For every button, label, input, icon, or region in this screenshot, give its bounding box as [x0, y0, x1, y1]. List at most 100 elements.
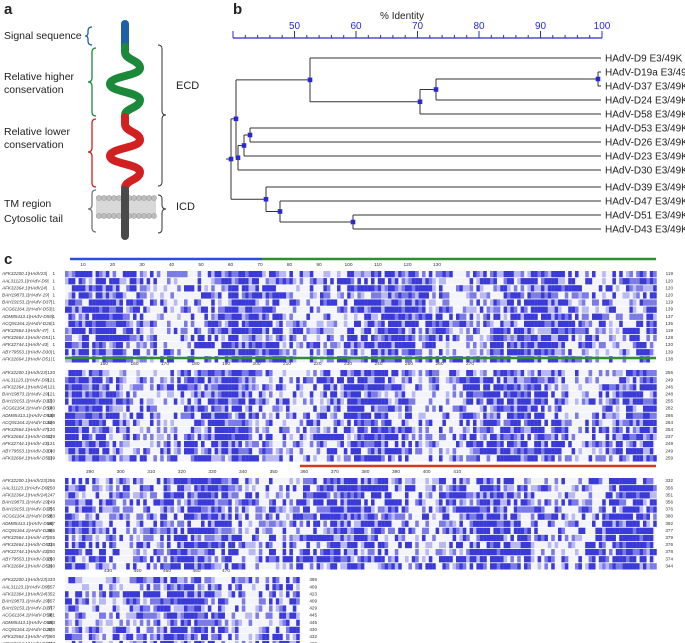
residue-cell [527, 499, 531, 506]
residue-cell [231, 455, 236, 462]
residue-cell [136, 448, 140, 455]
residue-cell [496, 285, 501, 292]
residue-cell [401, 448, 406, 455]
residue-cell [473, 549, 477, 556]
residue-cell [517, 370, 521, 377]
residue-cell [398, 320, 402, 327]
residue-cell [343, 520, 348, 527]
residue-cell [445, 334, 450, 342]
residue-cell [626, 384, 630, 391]
residue-cell [517, 520, 521, 527]
residue-cell [456, 506, 460, 513]
residue-cell [554, 448, 559, 455]
residue-cell [585, 485, 589, 492]
residue-cell [112, 534, 117, 542]
residue-cell [65, 334, 69, 342]
residue-cell [320, 370, 324, 377]
residue-cell [401, 441, 406, 448]
residue-cell [377, 342, 382, 349]
residue-cell [639, 356, 644, 363]
residue-cell [228, 513, 232, 520]
residue-cell [235, 412, 239, 419]
residue-cell [299, 520, 304, 527]
residue-cell [391, 455, 395, 462]
residue-cell [425, 492, 429, 499]
residue-cell [649, 405, 654, 412]
residue-cell [500, 342, 504, 349]
residue-cell [201, 506, 205, 513]
residue-cell [357, 292, 361, 299]
residue-cell [653, 513, 657, 520]
residue-cell [68, 527, 72, 534]
residue-cell [493, 556, 497, 563]
residue-cell [371, 278, 375, 285]
residue-cell [493, 527, 497, 534]
residue-cell [500, 433, 504, 441]
residue-cell [408, 527, 412, 534]
residue-cell [238, 448, 242, 455]
residue-cell [422, 534, 426, 542]
residue-cell [190, 506, 195, 513]
residue-cell [343, 478, 348, 485]
residue-cell [228, 499, 232, 506]
residue-cell [558, 455, 562, 462]
residue-cell [483, 419, 487, 426]
residue-cell [289, 334, 293, 342]
residue-cell [330, 433, 334, 441]
residue-cell [177, 520, 181, 527]
residue-cell [422, 334, 426, 342]
residue-cell [632, 485, 637, 492]
sequence-name: AFK32664.1|HAdV-D51| [1, 455, 52, 460]
residue-cell [367, 448, 372, 455]
residue-cell [439, 313, 443, 320]
residue-cell [235, 455, 239, 462]
residue-cell [197, 527, 202, 534]
residue-cell [160, 499, 164, 506]
residue-cell [150, 377, 154, 384]
residue-cell [541, 391, 545, 398]
residue-cell [68, 292, 72, 299]
residue-cell [432, 513, 436, 520]
residue-cell [255, 398, 259, 405]
residue-cell [65, 391, 69, 398]
residue-cell [65, 499, 69, 506]
residue-cell [408, 448, 412, 455]
column-tick-label: 120 [403, 262, 411, 268]
residue-cell [133, 549, 137, 556]
residue-cell [248, 549, 253, 556]
residue-cell [330, 384, 334, 391]
residue-cell [269, 455, 273, 462]
residue-cell [92, 448, 96, 455]
residue-cell [102, 549, 106, 556]
residue-cell [653, 278, 657, 285]
residue-cell [537, 349, 542, 356]
residue-cell [265, 520, 270, 527]
residue-cell [469, 320, 474, 327]
sequence-name: AFK32200.1|HAdV23| [1, 577, 47, 582]
residue-cell [524, 534, 528, 542]
residue-cell [82, 412, 86, 419]
residue-cell [432, 384, 436, 391]
residue-cell [581, 313, 586, 320]
residue-cell [320, 292, 324, 299]
residue-cell [71, 485, 76, 492]
residue-cell [337, 556, 341, 563]
residue-cell [289, 506, 293, 513]
residue-cell [354, 541, 358, 549]
residue-cell [279, 398, 283, 405]
residue-cell [187, 513, 191, 520]
residue-cell [343, 384, 348, 391]
residue-cell [235, 433, 239, 441]
residue-cell [218, 306, 222, 313]
residue-cell [68, 577, 72, 584]
residue-cell [527, 412, 531, 419]
residue-cell [547, 306, 552, 313]
residue-cell [333, 299, 338, 306]
residue-cell [636, 520, 640, 527]
residue-cell [524, 455, 528, 462]
residue-cell [377, 556, 382, 563]
residue-cell [78, 412, 83, 419]
residue-cell [316, 377, 321, 384]
residue-cell [116, 448, 120, 455]
residue-cell [221, 426, 225, 434]
